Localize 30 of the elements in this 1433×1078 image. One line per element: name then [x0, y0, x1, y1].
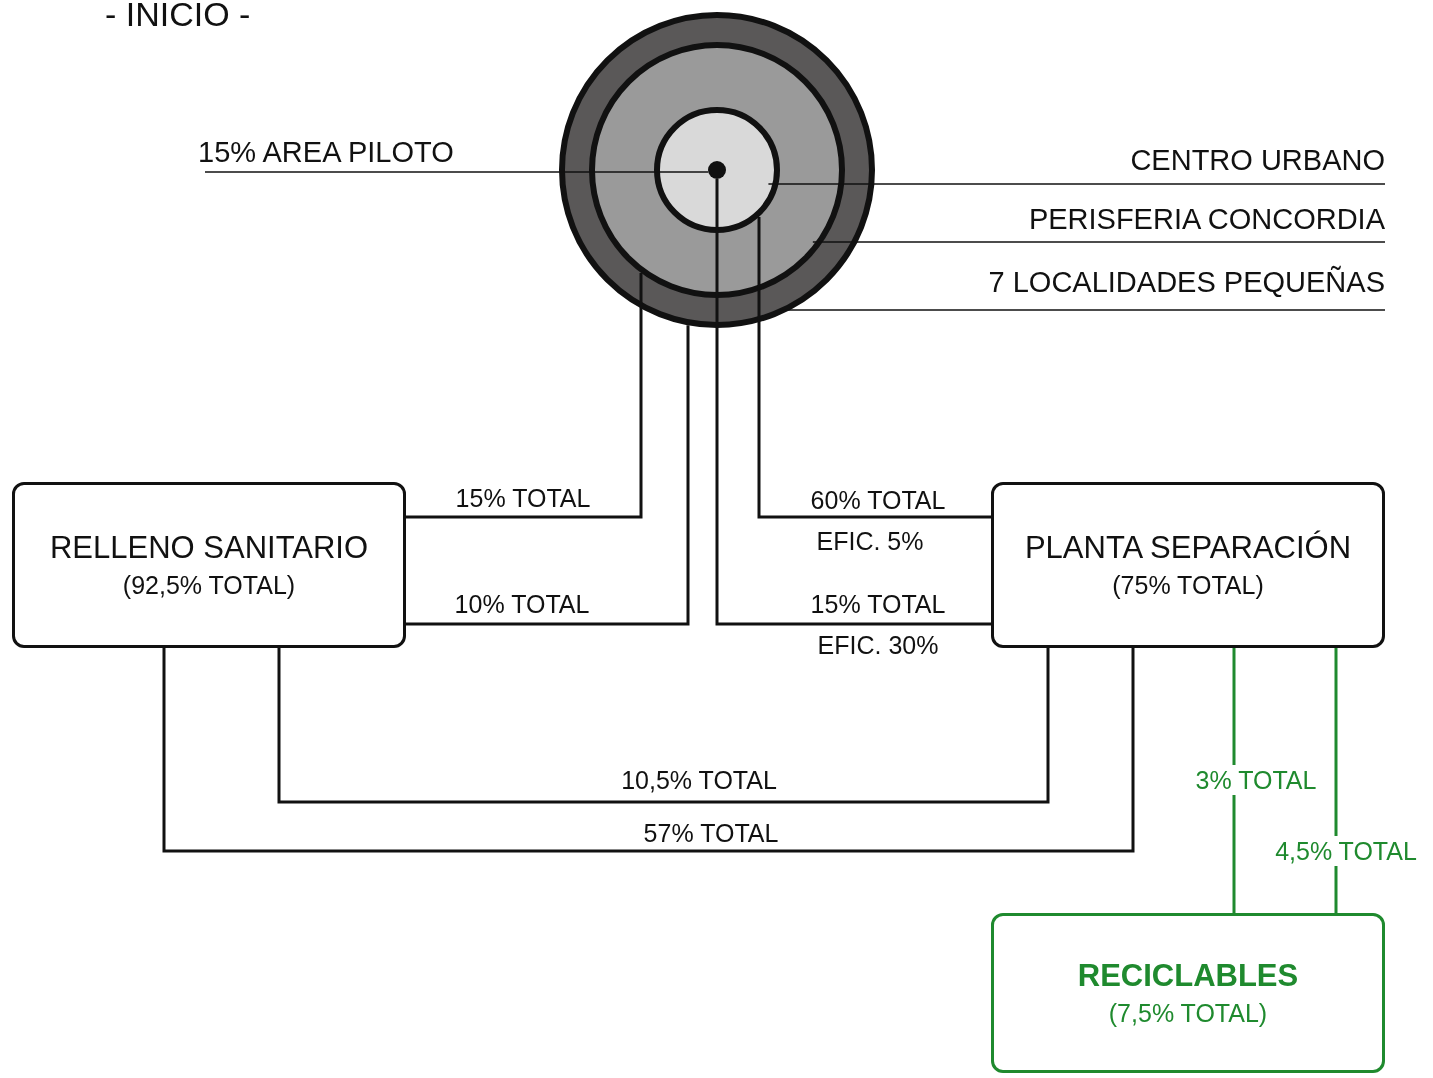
flow-line	[162, 648, 1135, 853]
center-dot	[708, 161, 726, 179]
diagram-title: - INICIO -	[105, 0, 251, 34]
box-subtitle: (7,5% TOTAL)	[1108, 998, 1268, 1029]
area-label: 7 LOCALIDADES PEQUEÑAS	[885, 264, 1385, 300]
flow-line	[406, 325, 690, 626]
flow-line	[715, 179, 991, 626]
edge-label: 3% TOTAL	[1193, 765, 1319, 795]
area-label: PERISFERIA CONCORDIA	[885, 201, 1385, 237]
process-box	[12, 482, 406, 648]
area-label: 15% AREA PILOTO	[198, 134, 498, 170]
flow-line	[757, 216, 991, 519]
flow-line	[277, 648, 1050, 804]
leader-line	[812, 241, 1386, 243]
efficiency-note: EFIC. 30%	[817, 630, 939, 660]
efficiency-note: EFIC. 5%	[816, 526, 924, 556]
box-title: RECICLABLES	[1077, 957, 1299, 995]
area-label: CENTRO URBANO	[985, 142, 1385, 178]
box-subtitle: (92,5% TOTAL)	[122, 570, 296, 601]
flow-line	[406, 273, 643, 519]
flow-line	[1232, 648, 1236, 913]
edge-label: 4,5% TOTAL	[1273, 836, 1419, 866]
process-box	[991, 913, 1385, 1073]
leader-line	[767, 183, 1386, 185]
box-title: RELLENO SANITARIO	[49, 529, 369, 567]
box-subtitle: (75% TOTAL)	[1112, 570, 1264, 601]
process-box	[991, 482, 1385, 648]
flow-line	[1334, 648, 1338, 913]
box-title: PLANTA SEPARACIÓN	[1024, 529, 1352, 567]
leader-line	[204, 171, 709, 173]
